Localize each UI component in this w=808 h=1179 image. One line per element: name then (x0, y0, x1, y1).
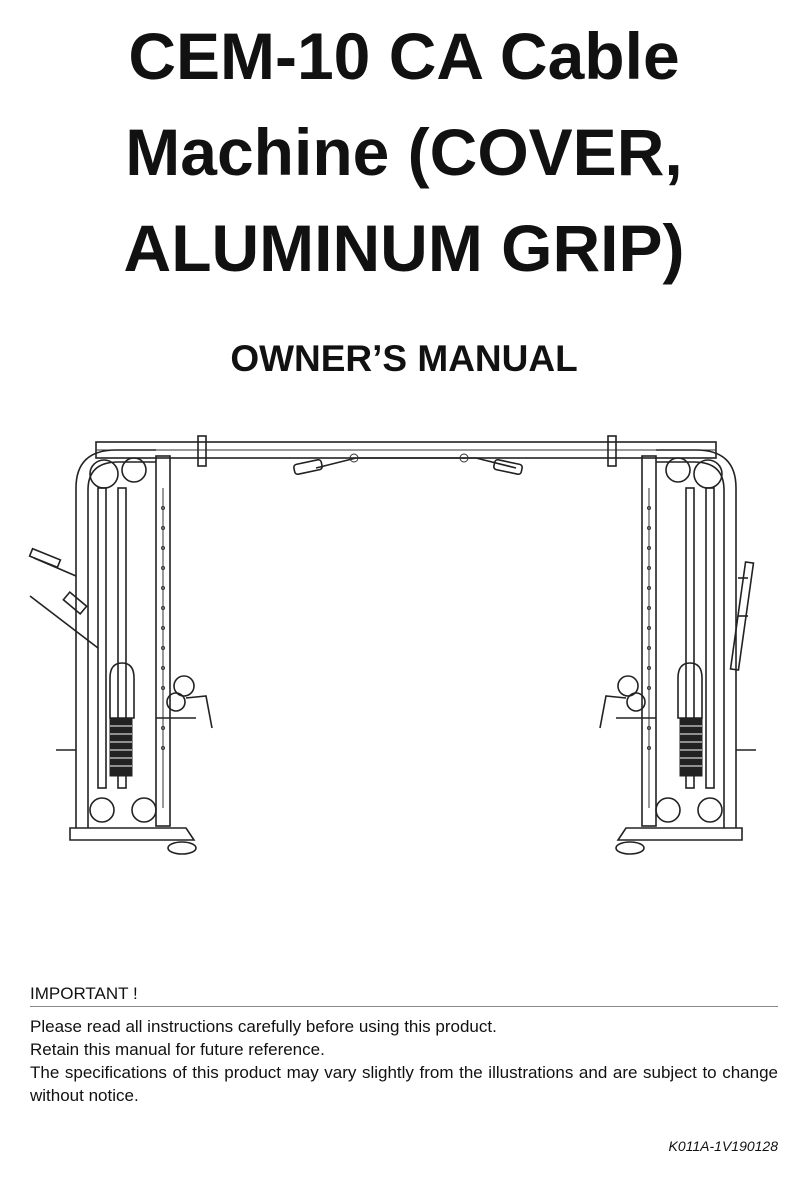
document-id: K011A-1V190128 (668, 1138, 779, 1154)
important-heading: IMPORTANT ! (30, 984, 138, 1003)
manual-subtitle: OWNER’S MANUAL (230, 338, 578, 379)
title-line-3: ALUMINUM GRIP) (123, 211, 685, 285)
section-divider (30, 1006, 778, 1007)
notice-line-1: Please read all instructions carefully b… (30, 1017, 497, 1036)
notice-line-3: The specifications of this product may v… (30, 1063, 778, 1105)
title-line-2: Machine (COVER, (125, 115, 683, 189)
notice-text: Please read all instructions carefully b… (30, 1015, 778, 1107)
cable-machine-illustration (28, 435, 756, 855)
title-line-1: CEM-10 CA Cable (128, 19, 680, 93)
notice-line-2: Retain this manual for future reference. (30, 1040, 325, 1059)
document-title: CEM-10 CA Cable Machine (COVER, ALUMINUM… (0, 8, 808, 296)
